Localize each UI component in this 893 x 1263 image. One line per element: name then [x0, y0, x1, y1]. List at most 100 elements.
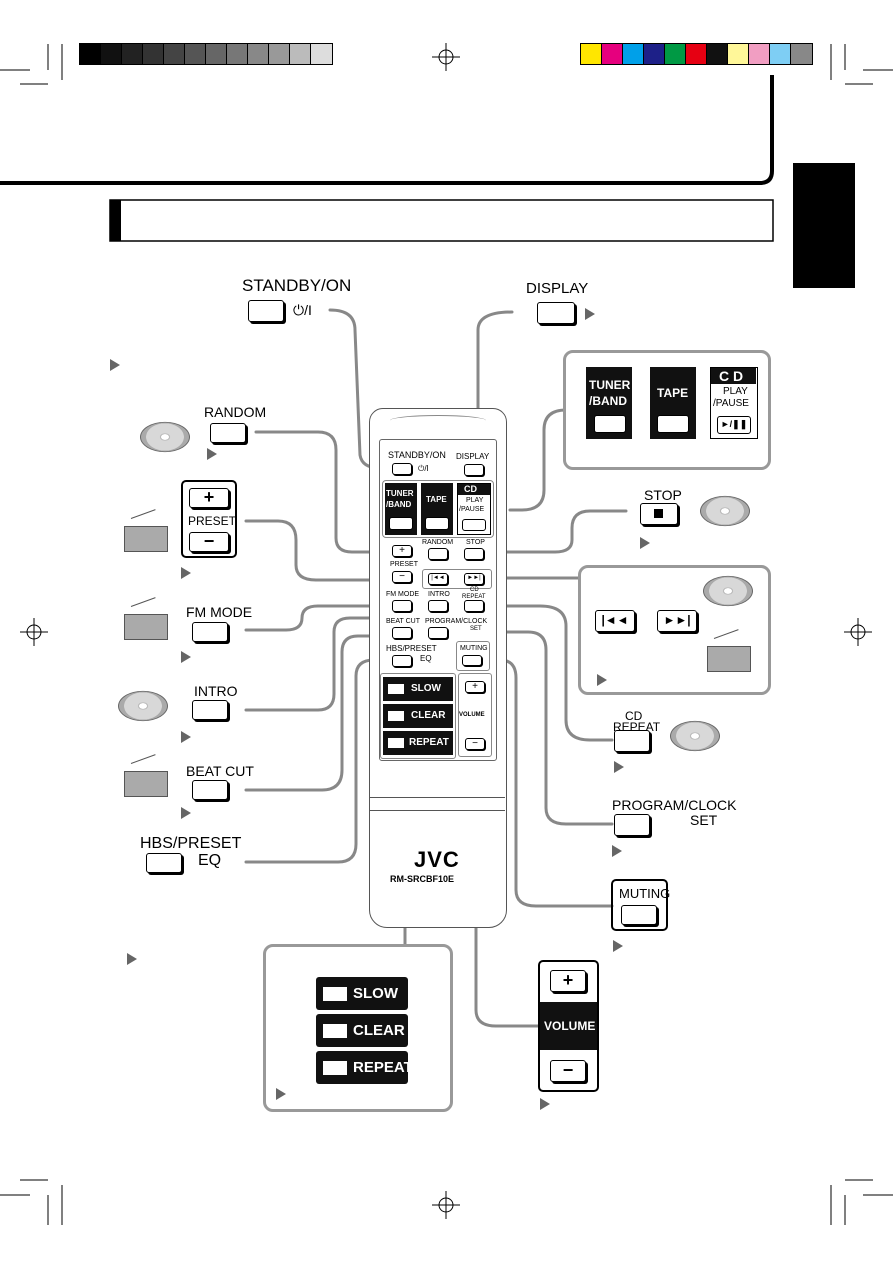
gray-swatch	[100, 43, 123, 65]
remote-stop-key[interactable]	[464, 548, 484, 560]
color-swatch	[685, 43, 708, 65]
band-label: /BAND	[589, 394, 627, 408]
color-swatch	[643, 43, 666, 65]
pointer-icon	[181, 807, 191, 819]
remote-muting-group: MUTING	[456, 641, 490, 671]
cd-block: C D PLAY /PAUSE ►/❚❚	[710, 367, 758, 439]
cd-label: C D	[719, 368, 744, 384]
stop-key	[640, 503, 678, 525]
language-tab	[793, 163, 855, 288]
pointer-icon	[540, 1098, 550, 1110]
random-label: RANDOM	[204, 404, 267, 420]
remote-program-label: PROGRAM/CLOCK	[425, 618, 488, 625]
remote-cd-key[interactable]	[462, 519, 486, 531]
gray-swatch	[247, 43, 270, 65]
skip-forward-key: ►►|	[657, 610, 697, 632]
cd-repeat-key	[614, 730, 650, 752]
remote-beat-cut-key[interactable]	[392, 627, 412, 639]
display-key	[537, 302, 575, 324]
remote-preset-up-key[interactable]: +	[392, 545, 412, 557]
radio-icon	[124, 771, 168, 797]
slow-label: SLOW	[353, 985, 398, 1002]
gray-swatch	[226, 43, 249, 65]
program-clock-label: PROGRAM/CLOCK	[612, 797, 737, 813]
standby-on-key	[248, 300, 284, 322]
slow-button-block: SLOW	[316, 977, 408, 1010]
pointer-icon	[612, 845, 622, 857]
remote-standby-key[interactable]	[392, 463, 412, 475]
remote-cd-repeat-key[interactable]	[464, 600, 484, 612]
radio-icon	[707, 646, 751, 672]
cd-disc-icon	[700, 495, 750, 527]
color-swatch	[706, 43, 729, 65]
cd-repeat-label-1: CD	[625, 709, 643, 723]
tape-label: TAPE	[657, 386, 689, 400]
gray-swatch	[79, 43, 102, 65]
program-clock-key	[614, 814, 650, 836]
stop-label: STOP	[644, 487, 682, 503]
color-swatch	[601, 43, 624, 65]
remote-tuner-key[interactable]	[389, 517, 413, 530]
remote-hbs-key[interactable]	[392, 655, 412, 667]
intro-label: INTRO	[194, 683, 238, 699]
remote-standby-label: STANDBY/ON	[388, 450, 446, 460]
remote-random-label: RANDOM	[422, 539, 454, 546]
intro-key	[192, 700, 228, 720]
beat-cut-key	[192, 780, 228, 800]
remote-cd-repeat-label-1: CD	[470, 587, 479, 593]
remote-clear-key[interactable]	[388, 711, 404, 721]
source-buttons-panel: TUNER /BAND TAPE C D PLAY /PAUSE ►/❚❚	[563, 350, 771, 470]
remote-tuner-block: TUNER /BAND	[385, 483, 417, 535]
muting-key-group: MUTING	[611, 879, 670, 931]
remote-repeat-key[interactable]	[388, 738, 404, 748]
volume-up-key: +	[550, 970, 586, 992]
standby-on-label: STANDBY/ON	[242, 276, 352, 295]
gray-swatch	[142, 43, 165, 65]
color-swatch	[664, 43, 687, 65]
tape-block: TAPE	[650, 367, 696, 439]
repeat-key	[323, 1061, 347, 1075]
remote-clear-label: CLEAR	[411, 710, 446, 721]
color-swatch	[622, 43, 645, 65]
skip-back-key: |◄◄	[595, 610, 635, 632]
gray-swatch	[184, 43, 207, 65]
gray-swatch	[289, 43, 312, 65]
eq-label: EQ	[198, 852, 222, 869]
pointer-icon	[276, 1088, 286, 1100]
remote-display-key[interactable]	[464, 464, 484, 476]
remote-control: STANDBY/ON ⏻/I DISPLAY TUNER /BAND TAPE …	[369, 408, 507, 928]
fm-mode-label: FM MODE	[186, 604, 253, 620]
play-label: PLAY	[723, 386, 748, 397]
remote-volume-up-key[interactable]: +	[465, 681, 485, 693]
remote-program-key[interactable]	[428, 627, 448, 639]
cd-header: C D	[711, 368, 756, 384]
remote-eq-label: EQ	[420, 654, 432, 663]
slow-key	[323, 987, 347, 1001]
clear-button-block: CLEAR	[316, 1014, 408, 1047]
remote-standby-symbol: ⏻/I	[418, 464, 429, 473]
remote-volume-down-key[interactable]: −	[465, 738, 485, 750]
remote-model-label: RM-SRCBF10E	[390, 874, 455, 884]
remote-tape-block: TAPE	[421, 483, 453, 535]
remote-intro-key[interactable]	[428, 600, 448, 612]
pointer-icon	[640, 537, 650, 549]
pause-label: /PAUSE	[713, 398, 749, 409]
display-label: DISPLAY	[526, 280, 589, 297]
remote-play-label: PLAY	[466, 497, 484, 504]
remote-skip-back-key[interactable]: |◄◄	[428, 573, 448, 585]
remote-tape-key[interactable]	[425, 517, 449, 530]
remote-preset-label: PRESET	[390, 561, 419, 568]
remote-skip-group	[422, 569, 492, 589]
tape-key	[657, 415, 689, 433]
remote-preset-down-key[interactable]: −	[392, 571, 412, 583]
remote-skip-forward-key[interactable]: ►►|	[464, 573, 484, 585]
remote-slow-key[interactable]	[388, 684, 404, 694]
repeat-button-block: REPEAT	[316, 1051, 413, 1084]
remote-random-key[interactable]	[428, 548, 448, 560]
remote-muting-key[interactable]	[462, 655, 482, 666]
pointer-icon	[585, 308, 595, 320]
remote-fm-mode-key[interactable]	[392, 600, 412, 612]
remote-brand-logo: JVC	[414, 847, 460, 872]
clear-key	[323, 1024, 347, 1038]
